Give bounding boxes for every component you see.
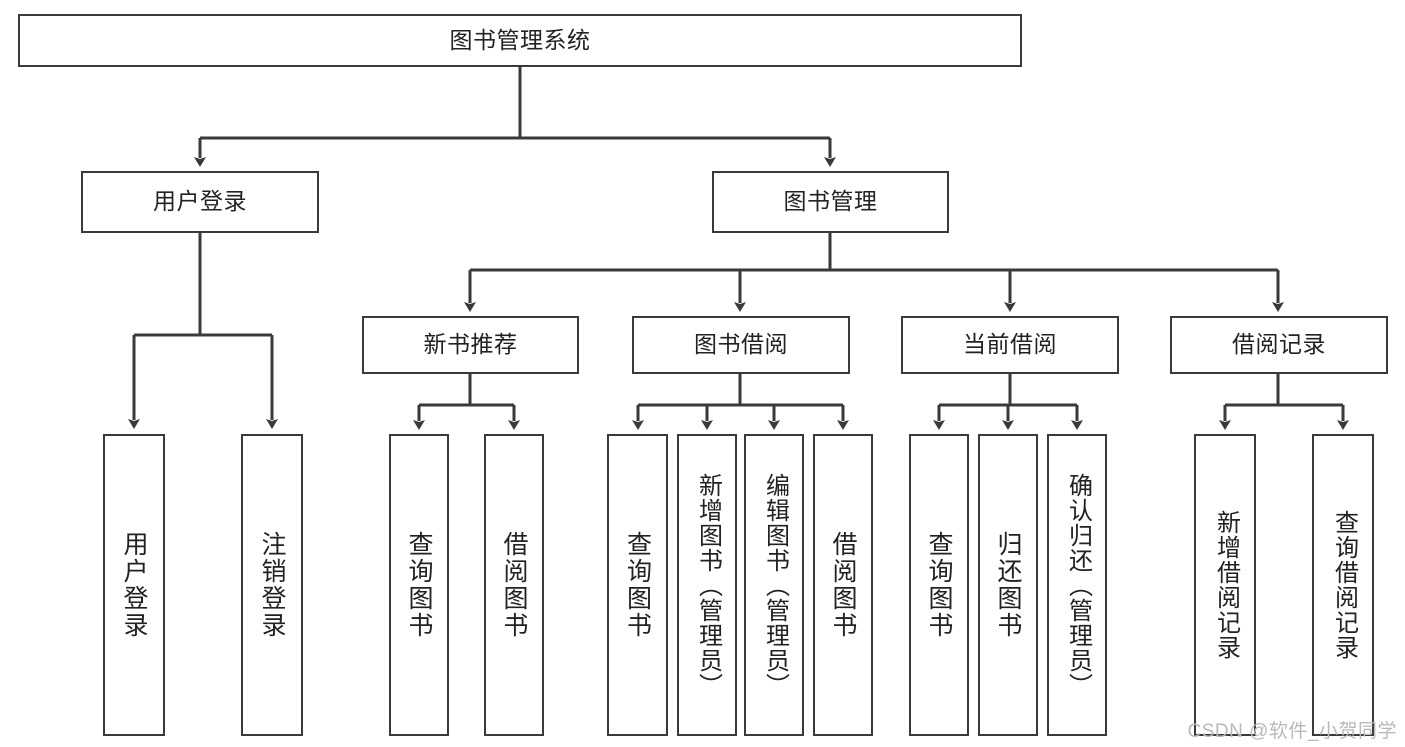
node-book-management[interactable]: 图书管理: [712, 171, 949, 233]
leaf-add-borrow-record-label: 新增借阅记录: [1212, 510, 1240, 660]
leaf-return-book-label: 归还图书: [994, 531, 1022, 639]
leaf-add-book-admin[interactable]: 新增图书（管理员）: [677, 434, 737, 736]
leaf-user-logout-label: 注销登录: [258, 531, 286, 639]
leaf-query-borrow-record[interactable]: 查询借阅记录: [1312, 434, 1374, 736]
leaf-add-borrow-record[interactable]: 新增借阅记录: [1194, 434, 1256, 736]
node-root[interactable]: 图书管理系统: [18, 14, 1022, 67]
node-new-book-recommend[interactable]: 新书推荐: [362, 316, 579, 374]
leaf-user-logout[interactable]: 注销登录: [241, 434, 303, 736]
leaf-query-book-borrow[interactable]: 查询图书: [607, 434, 668, 736]
leaf-borrow-book-recommend[interactable]: 借阅图书: [484, 434, 544, 736]
leaf-borrow-book[interactable]: 借阅图书: [813, 434, 873, 736]
node-user-login[interactable]: 用户登录: [81, 171, 319, 233]
node-book-management-label: 图书管理: [783, 188, 878, 215]
leaf-borrow-book-recommend-label: 借阅图书: [500, 531, 528, 639]
watermark: CSDN @软件_小贺同学: [1187, 721, 1397, 742]
leaf-edit-book-admin-label: 编辑图书（管理员）: [761, 472, 789, 698]
leaf-query-book-current[interactable]: 查询图书: [909, 434, 969, 736]
leaf-query-book-recommend-label: 查询图书: [405, 531, 433, 639]
leaf-confirm-return-admin[interactable]: 确认归还（管理员）: [1047, 434, 1107, 736]
leaf-query-book-current-label: 查询图书: [925, 531, 953, 639]
node-borrow-record[interactable]: 借阅记录: [1170, 316, 1388, 374]
node-book-borrow[interactable]: 图书借阅: [632, 316, 850, 374]
leaf-query-borrow-record-label: 查询借阅记录: [1330, 510, 1358, 660]
node-user-login-label: 用户登录: [153, 188, 247, 215]
node-new-book-recommend-label: 新书推荐: [423, 331, 518, 358]
leaf-query-book-borrow-label: 查询图书: [623, 531, 652, 639]
node-borrow-record-label: 借阅记录: [1232, 331, 1326, 358]
leaf-borrow-book-label: 借阅图书: [829, 531, 857, 639]
node-root-label: 图书管理系统: [449, 26, 591, 53]
node-book-borrow-label: 图书借阅: [694, 331, 788, 358]
node-current-borrow[interactable]: 当前借阅: [901, 316, 1119, 374]
leaf-edit-book-admin[interactable]: 编辑图书（管理员）: [744, 434, 804, 736]
leaf-return-book[interactable]: 归还图书: [978, 434, 1038, 736]
leaf-confirm-return-admin-label: 确认归还（管理员）: [1064, 472, 1092, 698]
leaf-user-login-label: 用户登录: [120, 531, 148, 639]
leaf-query-book-recommend[interactable]: 查询图书: [389, 434, 449, 736]
leaf-add-book-admin-label: 新增图书（管理员）: [694, 472, 722, 698]
leaf-user-login[interactable]: 用户登录: [103, 434, 165, 736]
node-current-borrow-label: 当前借阅: [963, 331, 1057, 358]
